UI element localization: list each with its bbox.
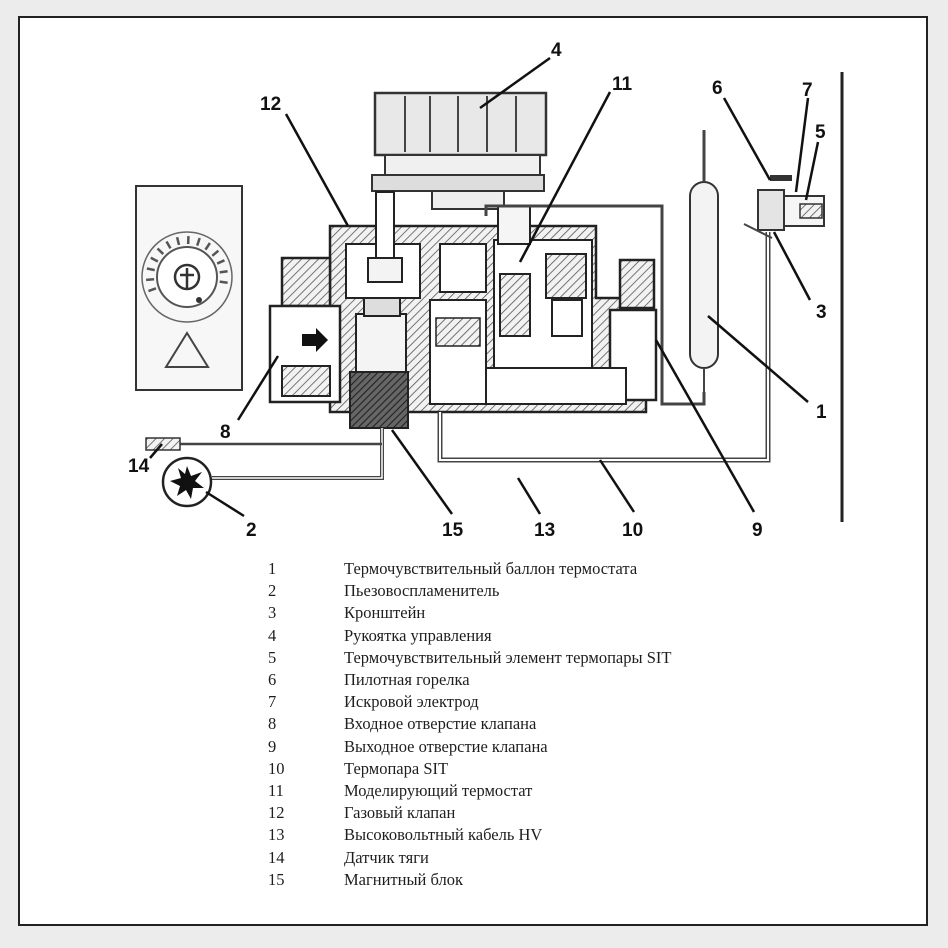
legend-description: Входное отверстие клапана (344, 714, 537, 734)
legend-row: 13 Высоковольтный кабель HV (262, 824, 671, 846)
legend-number: 14 (268, 847, 285, 867)
draft-sensor (145, 437, 181, 451)
dial-tick (175, 236, 181, 246)
dial-tick (196, 237, 201, 247)
legend-row: 1 Термочувствительный баллон термостата (262, 558, 671, 580)
legend-row: 12 Газовый клапан (262, 802, 671, 824)
legend-description: Термочувствительный баллон термостата (344, 559, 638, 579)
legend-number: 9 (268, 736, 277, 756)
legend-number: 12 (268, 803, 285, 823)
spark-icon (170, 466, 204, 499)
callout-8: 8 (220, 422, 231, 443)
legend-number: 3 (268, 603, 277, 623)
legend-description: Моделирующий термостат (344, 780, 533, 800)
dial-tick (204, 242, 211, 251)
callout-10: 10 (622, 520, 643, 541)
legend-row: 7 Искровой электрод (262, 691, 671, 713)
legend-number: 7 (268, 692, 277, 712)
legend-description: Пьезовоспламенитель (344, 581, 500, 601)
legend-description: Искровой электрод (344, 692, 479, 712)
control-panel (135, 185, 243, 391)
legend-number: 2 (268, 581, 277, 601)
hv-cable (212, 428, 384, 480)
dial-icon (141, 231, 233, 323)
legend-row: 2 Пьезовоспламенитель (262, 580, 671, 602)
magnet-unit (349, 297, 409, 429)
callout-15: 15 (442, 520, 464, 541)
dial-tick (216, 259, 225, 265)
triangle-icon (164, 331, 210, 368)
piezo-igniter (161, 456, 213, 508)
legend-number: 10 (268, 758, 285, 778)
legend-row: 3 Кронштейн (262, 602, 671, 624)
callout-11: 11 (612, 74, 633, 95)
callout-5: 5 (815, 122, 826, 143)
control-knob (371, 91, 548, 210)
capillary-tube (484, 204, 706, 406)
thermostat-bulb (689, 130, 719, 392)
legend-description: Термопара SIT (344, 758, 449, 778)
legend-number: 13 (268, 825, 285, 845)
legend-row: 15 Магнитный блок (262, 869, 671, 891)
legend-description: Высоковольтный кабель HV (344, 825, 543, 845)
callout-13: 13 (534, 520, 555, 541)
callout-3: 3 (816, 302, 827, 323)
callout-numbers: 4 11 12 6 7 5 3 1 8 14 2 15 13 10 9 (128, 40, 827, 541)
dial-tick (148, 287, 157, 293)
callout-9: 9 (752, 520, 763, 541)
legend-row: 4 Рукоятка управления (262, 625, 671, 647)
dial-tick (156, 247, 165, 255)
legend-number: 5 (268, 647, 277, 667)
legend-number: 15 (268, 869, 285, 889)
callout-14: 14 (128, 456, 150, 477)
pilot-burner (757, 175, 825, 231)
legend-number: 4 (268, 625, 277, 645)
legend-description: Выходное отверстие клапана (344, 736, 548, 756)
tubes-and-cables (178, 204, 773, 480)
callout-6: 6 (712, 78, 723, 99)
legend-row: 10 Термопара SIT (262, 758, 671, 780)
callout-4: 4 (551, 40, 562, 61)
callout-7: 7 (802, 80, 813, 101)
legend-number: 11 (268, 780, 284, 800)
dial-tick (146, 267, 155, 272)
legend-number: 8 (268, 714, 277, 734)
dial-tick (219, 270, 228, 274)
legend-description: Пилотная горелка (344, 670, 470, 690)
legend-number: 1 (268, 559, 277, 579)
leader-lines (149, 56, 820, 518)
legend-row: 6 Пилотная горелка (262, 669, 671, 691)
legend-row: 8 Входное отверстие клапана (262, 713, 671, 735)
flow-arrow-icon (302, 328, 328, 352)
dial-tick (150, 256, 159, 263)
legend-number: 6 (268, 670, 277, 690)
dial-tick (219, 280, 228, 284)
legend-row: 14 Датчик тяги (262, 846, 671, 868)
legend-description: Датчик тяги (344, 847, 429, 867)
legend-row: 11 Моделирующий термостат (262, 780, 671, 802)
callout-2: 2 (246, 520, 257, 541)
legend-description: Термочувствительный элемент термопары SI… (344, 647, 672, 667)
legend-row: 5 Термочувствительный элемент термопары S… (262, 647, 671, 669)
dial-ticks (146, 235, 228, 293)
callout-1: 1 (816, 402, 827, 423)
dial-tick (211, 249, 220, 257)
legend-description: Газовый клапан (344, 803, 456, 823)
callout-12: 12 (260, 94, 281, 115)
legend-row: 9 Выходное отверстие клапана (262, 736, 671, 758)
legend-description: Рукоятка управления (344, 625, 492, 645)
dial-tick (146, 278, 155, 282)
legend-description: Кронштейн (344, 603, 426, 623)
legend-description: Магнитный блок (344, 869, 463, 889)
valve-body (268, 191, 658, 414)
dial-tick (165, 240, 172, 250)
